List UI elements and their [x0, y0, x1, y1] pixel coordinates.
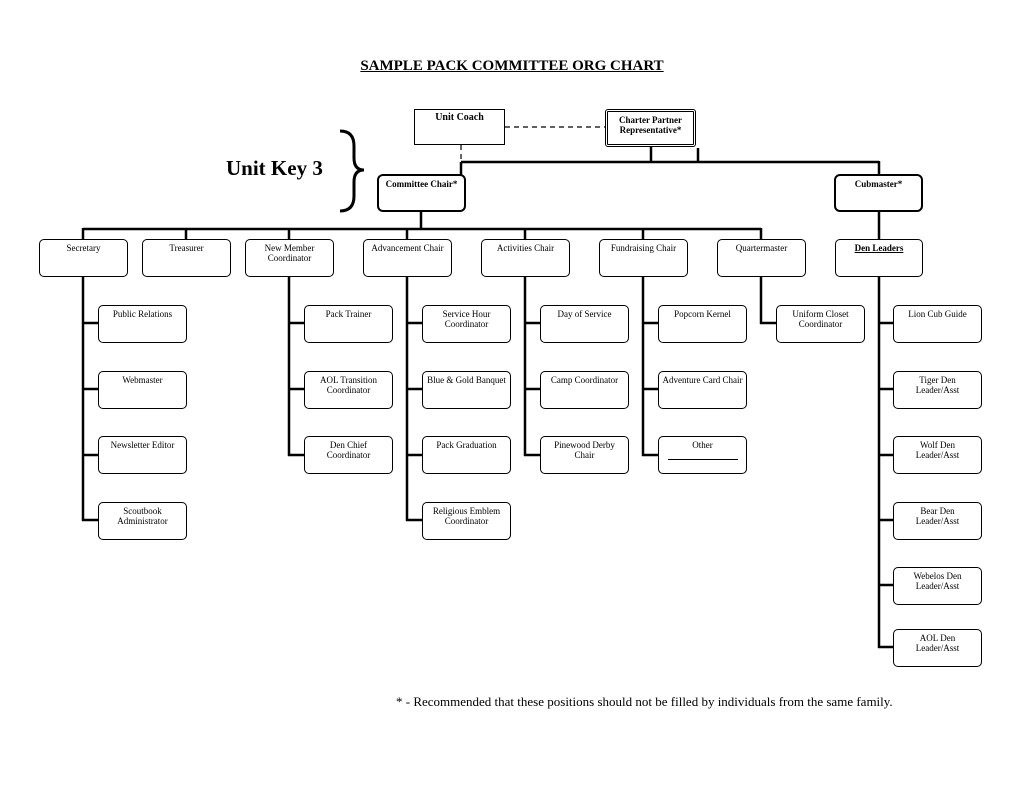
- religious-emblem-coordinator-box: Religious Emblem Coordinator: [422, 502, 511, 540]
- pinewood-derby-chair-box: Pinewood Derby Chair: [540, 436, 629, 474]
- service-hour-coordinator-box: Service Hour Coordinator: [422, 305, 511, 343]
- aol-transition-coordinator-box: AOL Transition Coordinator: [304, 371, 393, 409]
- adventure-card-chair-box: Adventure Card Chair: [658, 371, 747, 409]
- fundraising-chair-box: Fundraising Chair: [599, 239, 688, 277]
- unit-key-label: Unit Key 3: [226, 156, 323, 180]
- blue-gold-banquet-box: Blue & Gold Banquet: [422, 371, 511, 409]
- camp-coordinator-box: Camp Coordinator: [540, 371, 629, 409]
- activities-chair-box: Activities Chair: [481, 239, 570, 277]
- lion-cub-guide-box: Lion Cub Guide: [893, 305, 982, 343]
- public-relations-box: Public Relations: [98, 305, 187, 343]
- other-box: Other: [658, 436, 747, 474]
- secretary-box: Secretary: [39, 239, 128, 277]
- committee-chair-box: Committee Chair*: [377, 174, 466, 212]
- pack-graduation-box: Pack Graduation: [422, 436, 511, 474]
- newsletter-editor-box: Newsletter Editor: [98, 436, 187, 474]
- treasurer-box: Treasurer: [142, 239, 231, 277]
- uniform-closet-coordinator-box: Uniform Closet Coordinator: [776, 305, 865, 343]
- chart-title: SAMPLE PACK COMMITTEE ORG CHART: [360, 58, 664, 74]
- den-chief-coordinator-box: Den Chief Coordinator: [304, 436, 393, 474]
- unit-coach-box: Unit Coach: [414, 109, 505, 145]
- popcorn-kernel-box: Popcorn Kernel: [658, 305, 747, 343]
- cubmaster-box: Cubmaster*: [834, 174, 923, 212]
- day-of-service-box: Day of Service: [540, 305, 629, 343]
- den-leaders-box: Den Leaders: [835, 239, 923, 277]
- webelos-den-leader-box: Webelos Den Leader/Asst: [893, 567, 982, 605]
- tiger-den-leader-box: Tiger Den Leader/Asst: [893, 371, 982, 409]
- wolf-den-leader-box: Wolf Den Leader/Asst: [893, 436, 982, 474]
- new-member-coordinator-box: New Member Coordinator: [245, 239, 334, 277]
- charter-partner-box: Charter Partner Representative*: [605, 109, 696, 147]
- webmaster-box: Webmaster: [98, 371, 187, 409]
- bear-den-leader-box: Bear Den Leader/Asst: [893, 502, 982, 540]
- blank-line: [667, 459, 738, 460]
- footnote: * - Recommended that these positions sho…: [396, 694, 893, 709]
- quartermaster-box: Quartermaster: [717, 239, 806, 277]
- scoutbook-administrator-box: Scoutbook Administrator: [98, 502, 187, 540]
- aol-den-leader-box: AOL Den Leader/Asst: [893, 629, 982, 667]
- curly-brace: [339, 129, 365, 213]
- advancement-chair-box: Advancement Chair: [363, 239, 452, 277]
- pack-trainer-box: Pack Trainer: [304, 305, 393, 343]
